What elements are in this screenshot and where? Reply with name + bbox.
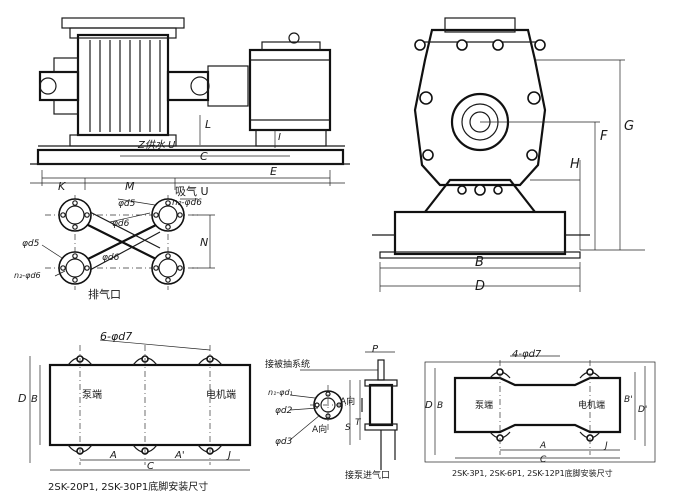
dim-C-right: C [540,455,547,465]
dim-B-right: B [437,401,443,411]
dim-n1-d1: n₁-φd₁ [268,388,293,397]
dim-H: H [570,157,580,172]
dim-n2-d6-left: n₂-φd6 [14,271,41,280]
motor-end-label-small: 电机端 [578,399,605,411]
base-plan-20-30 [29,339,252,471]
a-direction-label: A向 [312,423,327,435]
flange-bottom-right [151,251,185,285]
exhaust-label: 排气口 [88,287,121,301]
dim-D-left: D [18,392,26,405]
dim-d3: φd3 [275,437,293,447]
flange-detail-labels: 接被抽系统 P n₁-φd₁ φd2 φd3 A向 A向 S T 接泵进气口 [265,344,390,481]
dim-B-prime: B' [624,395,633,405]
dim-F: F [600,129,608,144]
dim-C-left: C [147,461,154,472]
dim-C: C [200,150,208,163]
flange-detail [289,351,398,470]
pump-ribs [89,40,161,132]
dim-n-d6-top: n₂-φd6 [172,198,202,208]
dim-B-left: B [31,394,38,405]
dim-d5-left: φd5 [22,239,40,249]
system-inlet-label: 接被抽系统 [265,358,310,370]
base-plan-3-12 [424,355,656,463]
pump-side-view [30,17,350,190]
pump-front-view [372,17,645,292]
dim-A-left: A [109,450,117,461]
dim-d5-top: φd5 [118,199,136,209]
dim-P: P [372,344,379,355]
base-plan-20-30-labels: 6-φd7 泵端 电机端 D B A A' J C 2SK-20P1, 2SK-… [18,330,236,493]
dim-S: S [345,423,351,433]
pump-side-dim-labels: Z供水 U L C E K M I [58,118,281,193]
dim-G: G [624,119,634,134]
bolt-label-4: 4-φd7 [512,349,542,360]
dim-d6-mid: φd6 [112,219,130,229]
front-view-labels: F G H B D [475,119,634,294]
flange-bottom-left [58,251,92,285]
suction-label: 吸气 U [175,184,209,198]
flange-top-left [58,198,92,232]
motor-end-label: 电机端 [206,388,236,401]
flange-plan-view [41,195,215,290]
dim-T: T [355,418,362,428]
dim-J-left: J [226,450,231,461]
dim-I: I [278,132,281,143]
dim-D-prime: D' [638,405,647,415]
bolt-label-6: 6-φd7 [100,330,132,343]
dim-B: B [475,255,484,270]
pump-inlet-label: 接泵进气口 [345,469,390,481]
a-direction-side: A向 [340,395,355,407]
water-inlet-label: Z供水 U [137,139,176,151]
dim-M: M [125,180,135,193]
flange-top-right [151,198,185,232]
base-plan-3-12-labels: 4-φd7 泵端 电机端 D B A J C B' D' 2SK-3P1, 2S… [425,349,647,478]
caption-3-12: 2SK-3P1, 2SK-6P1, 2SK-12P1底脚安装尺寸 [452,468,613,478]
dim-N: N [200,236,208,249]
dim-D: D [475,279,485,294]
dim-d6-lower: φd6 [102,253,120,263]
dim-J-right: J [603,441,608,451]
pump-end-label-small: 泵端 [475,399,493,411]
dim-D-right: D [425,400,433,411]
flange-plan-labels: 吸气 U n₂-φd6 φd5 φd6 φd5 n₂-φd6 φd6 N 排气口 [14,184,209,301]
dim-d2: φd2 [275,406,293,416]
dim-E: E [270,165,277,178]
dim-A-right: A [539,441,546,451]
caption-20-30: 2SK-20P1, 2SK-30P1底脚安装尺寸 [48,480,208,493]
dim-A-prime: A' [174,450,185,461]
dim-K: K [58,180,66,193]
dim-L: L [205,118,211,131]
pump-end-label: 泵端 [82,388,102,401]
